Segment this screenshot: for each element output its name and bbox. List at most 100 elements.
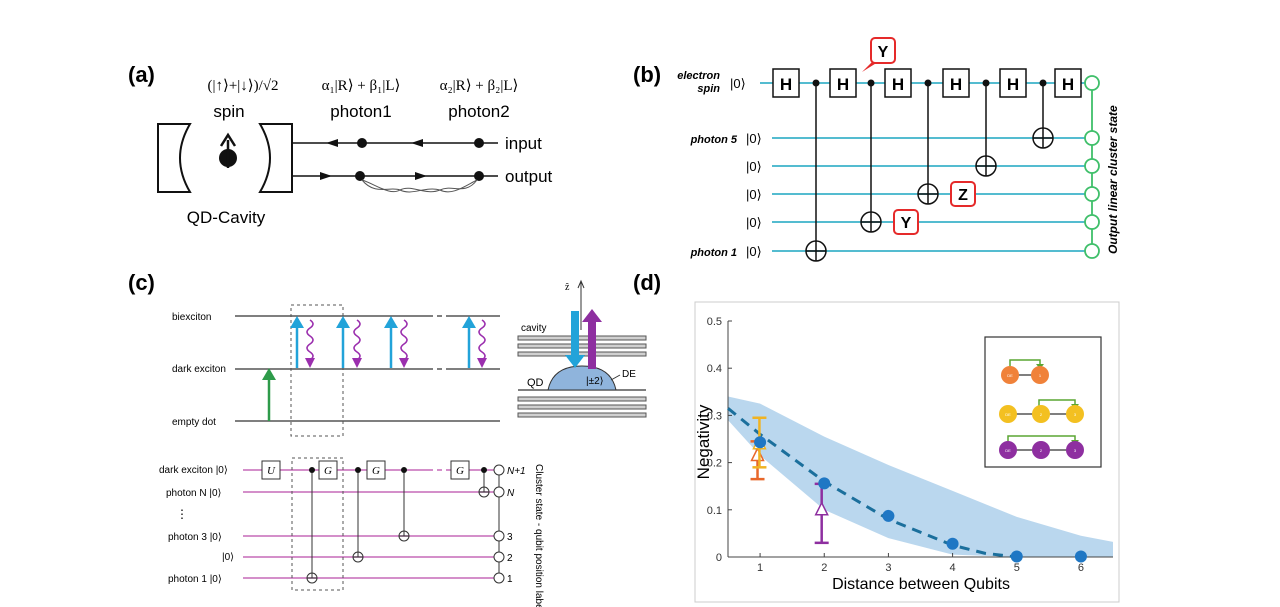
output-arrow-2 <box>415 172 427 180</box>
photon1-input-dot <box>357 138 367 148</box>
svg-text:2: 2 <box>1040 448 1043 453</box>
wire-label-dark-exciton: dark exciton |0⟩ <box>159 465 228 476</box>
theory-point <box>1074 550 1087 563</box>
svg-text:DE: DE <box>1005 448 1011 453</box>
photon2-output-dot <box>474 171 484 181</box>
svg-text:1: 1 <box>507 574 513 585</box>
panel-c-levels: biexciton dark exciton empty dot <box>172 304 500 437</box>
svg-text:G: G <box>456 465 464 477</box>
x-tick-label: 3 <box>885 562 891 574</box>
spin-arrow-head <box>219 132 237 147</box>
y-tick-label: 0.3 <box>707 410 722 422</box>
panel-b: electron spin |0⟩ photon 5 |0⟩ |0⟩ |0⟩ |… <box>677 37 1120 262</box>
svg-text:ẑ: ẑ <box>565 282 570 293</box>
spin-label: spin <box>213 102 244 121</box>
svg-text:2: 2 <box>507 553 513 564</box>
theory-point <box>1010 550 1023 563</box>
photon5-label: photon 5 <box>690 134 738 146</box>
y-tick-label: 0.2 <box>707 458 722 470</box>
cluster-position-label: Cluster state - qubit position label <box>533 464 544 607</box>
svg-text:Z: Z <box>958 187 968 204</box>
cavity-mirror-right <box>258 123 293 193</box>
theory-point <box>946 537 959 550</box>
svg-text:U: U <box>267 465 276 477</box>
theory-point <box>754 436 767 449</box>
wire-label-photon-1: photon 1 |0⟩ <box>168 574 222 585</box>
photon1-label: photon1 <box>330 102 391 121</box>
highlight-box-circuit <box>291 457 344 591</box>
y-tick-label: 0.4 <box>707 363 722 375</box>
photon2-input-dot <box>474 138 484 148</box>
svg-text:DE: DE <box>622 369 636 380</box>
panel-a: (|↑⟩+|↓⟩)/√2 spin α₁|R⟩ + β₁|L⟩ photon1 … <box>157 78 553 227</box>
correction-gates: Y Y Z <box>862 37 976 235</box>
svg-text:3: 3 <box>507 532 513 543</box>
svg-text:DE: DE <box>1005 412 1011 417</box>
svg-text:3: 3 <box>1074 412 1077 417</box>
photon2-formula: α₂|R⟩ + β₂|L⟩ <box>440 78 519 94</box>
y-tick-label: 0.1 <box>707 505 722 517</box>
h-gates: H H H H H H <box>772 68 1082 98</box>
x-tick-label: 2 <box>821 562 827 574</box>
panel-label-d: (d) <box>633 270 662 295</box>
ket-photon4: |0⟩ <box>746 159 762 174</box>
svg-text:|±2⟩: |±2⟩ <box>586 376 604 387</box>
svg-text:H: H <box>780 75 792 94</box>
photon1-label-b: photon 1 <box>690 247 737 259</box>
spin-formula: (|↑⟩+|↓⟩)/√2 <box>207 78 278 94</box>
theory-point <box>882 509 895 522</box>
panel-label-a: (a) <box>128 62 155 87</box>
svg-text:DE: DE <box>1007 373 1013 378</box>
entanglement-wave-2 <box>361 179 478 193</box>
wire-label-photon-n: photon N |0⟩ <box>166 488 222 499</box>
svg-text:Y: Y <box>878 44 889 61</box>
svg-text:Y: Y <box>901 215 912 232</box>
svg-text:H: H <box>1062 75 1074 94</box>
highlight-box-top <box>290 304 344 437</box>
inset-diagram: DE 1 DE 2 3 DE 2 3 <box>984 336 1102 468</box>
svg-text:H: H <box>1007 75 1019 94</box>
svg-text:⋮: ⋮ <box>176 507 188 521</box>
output-arrow-1 <box>320 172 332 180</box>
ket-photon3: |0⟩ <box>746 187 762 202</box>
level-biexciton: biexciton <box>172 312 211 323</box>
output-label: output <box>505 167 553 186</box>
cavity-label: QD-Cavity <box>187 208 266 227</box>
input-arrow-1 <box>326 139 338 147</box>
svg-text:N+1: N+1 <box>507 466 526 477</box>
svg-text:1: 1 <box>1039 373 1042 378</box>
svg-text:H: H <box>892 75 904 94</box>
panel-c-cavity: ẑ cavity QD |±2⟩ DE <box>517 279 647 418</box>
svg-text:N: N <box>507 488 515 499</box>
svg-text:G: G <box>372 465 380 477</box>
svg-text:2: 2 <box>1040 412 1043 417</box>
y-axis-label: Negativity <box>694 404 713 479</box>
x-axis-label: Distance between Qubits <box>832 576 1010 593</box>
y-tick-label: 0.5 <box>707 316 722 328</box>
output-cluster-label: Output linear cluster state <box>1106 105 1120 254</box>
wire-label-photon-3: photon 3 |0⟩ <box>168 532 222 543</box>
cavity-label-c: cavity <box>521 323 547 334</box>
panel-label-b: (b) <box>633 62 662 87</box>
ket-electron: |0⟩ <box>730 76 746 91</box>
x-tick-label: 1 <box>757 562 763 574</box>
theory-band <box>728 396 1113 557</box>
level-dark-exciton: dark exciton <box>172 364 226 375</box>
input-arrow-2 <box>411 139 423 147</box>
photon1-output-dot <box>355 171 365 181</box>
svg-text:G: G <box>324 465 332 477</box>
svg-text:QD: QD <box>527 377 544 389</box>
electron-label: electron <box>677 70 720 82</box>
x-tick-label: 6 <box>1078 562 1084 574</box>
ket-photon5: |0⟩ <box>746 131 762 146</box>
svg-text:H: H <box>837 75 849 94</box>
x-tick-label: 4 <box>950 562 956 574</box>
input-label: input <box>505 134 542 153</box>
panel-label-c: (c) <box>128 270 155 295</box>
svg-text:3: 3 <box>1074 448 1077 453</box>
spin-label-b: spin <box>697 83 720 95</box>
ket-photon1: |0⟩ <box>746 244 762 259</box>
